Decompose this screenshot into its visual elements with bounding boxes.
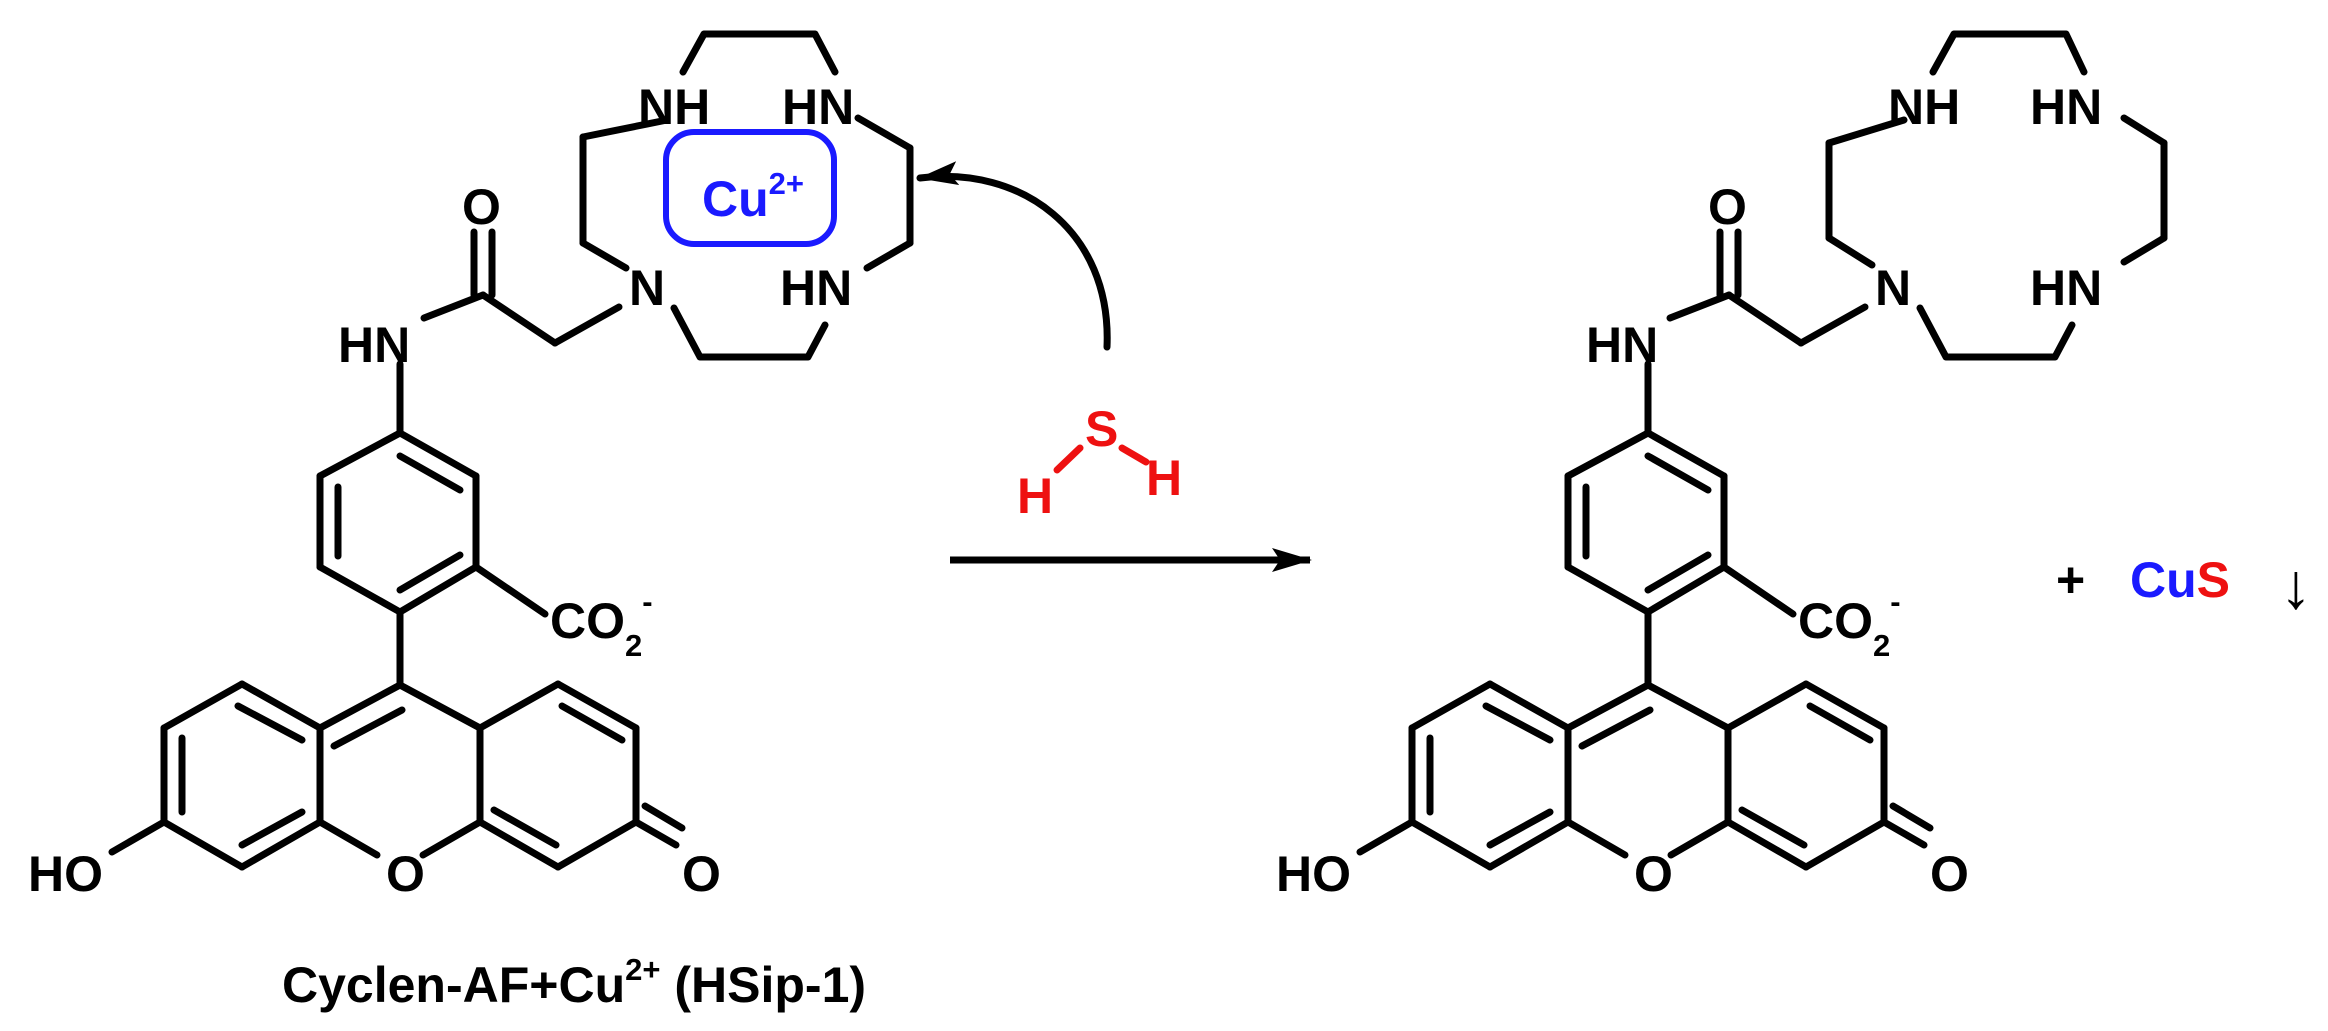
precipitate-arrow-icon: ↓ — [2280, 550, 2312, 622]
reactant-ring-o: O — [386, 846, 425, 902]
reactant-xanthene-core — [108, 680, 686, 871]
product-ring-o: O — [1634, 846, 1673, 902]
product-benzoate-ring — [1564, 429, 1797, 689]
reactant-benzoate-ring — [316, 429, 549, 689]
reactant-n-tertiary: N — [629, 260, 665, 316]
sh-bond-right — [1118, 444, 1150, 466]
reactant-nh-top-left: NH — [638, 79, 710, 135]
reagent-hydrogen-sulfide: S H H — [1017, 401, 1182, 524]
reactant-carboxylate: CO2- — [550, 584, 653, 663]
product-nh-top-left: NH — [1888, 79, 1960, 135]
product-xanthene-core — [1356, 680, 1934, 871]
copper-ion-box — [663, 129, 837, 247]
product-ketone-o: O — [1930, 846, 1969, 902]
product-cyclen-ring — [1825, 30, 2168, 361]
reactant-cyclen-ring — [579, 30, 914, 361]
product-hydroxyl: HO — [1276, 846, 1351, 902]
product-amide-hn: HN — [1586, 317, 1658, 373]
reactant-hn-top-right: HN — [782, 79, 854, 135]
byproduct-copper-sulfide: + CuS ↓ — [2056, 550, 2312, 622]
copper-ion-label: Cu2+ — [702, 166, 804, 227]
product-hn-bottom-right: HN — [2030, 260, 2102, 316]
reactant-ketone-o: O — [682, 846, 721, 902]
product-carboxylate: CO2- — [1798, 584, 1901, 663]
reactant-molecule: Cu2+ — [28, 30, 914, 1013]
product-linker — [1644, 228, 1869, 437]
plus-sign: + — [2056, 552, 2085, 608]
reactant-linker — [396, 228, 623, 437]
reactant-carbonyl-o: O — [462, 179, 501, 235]
reactant-hydroxyl: HO — [28, 846, 103, 902]
reagent-h-right: H — [1146, 450, 1182, 506]
reactant-copper-ion: Cu2+ — [663, 129, 837, 247]
reagent-h-left: H — [1017, 468, 1053, 524]
product-hn-top-right: HN — [2030, 79, 2102, 135]
reagent-s-atom: S — [1085, 401, 1118, 457]
reactant-caption: Cyclen-AF+Cu2+ (HSip-1) — [282, 952, 866, 1013]
curved-attack-arrow — [916, 161, 1111, 351]
product-carbonyl-o: O — [1708, 179, 1747, 235]
reactant-hn-bottom-right: HN — [780, 260, 852, 316]
sh-bond-left — [1053, 444, 1084, 474]
cus-formula: CuS — [2130, 552, 2230, 608]
product-n-tertiary: N — [1875, 260, 1911, 316]
product-molecule: NH HN HN N O HN CO2- O O HO — [1276, 30, 2168, 902]
reactant-amide-hn: HN — [338, 317, 410, 373]
